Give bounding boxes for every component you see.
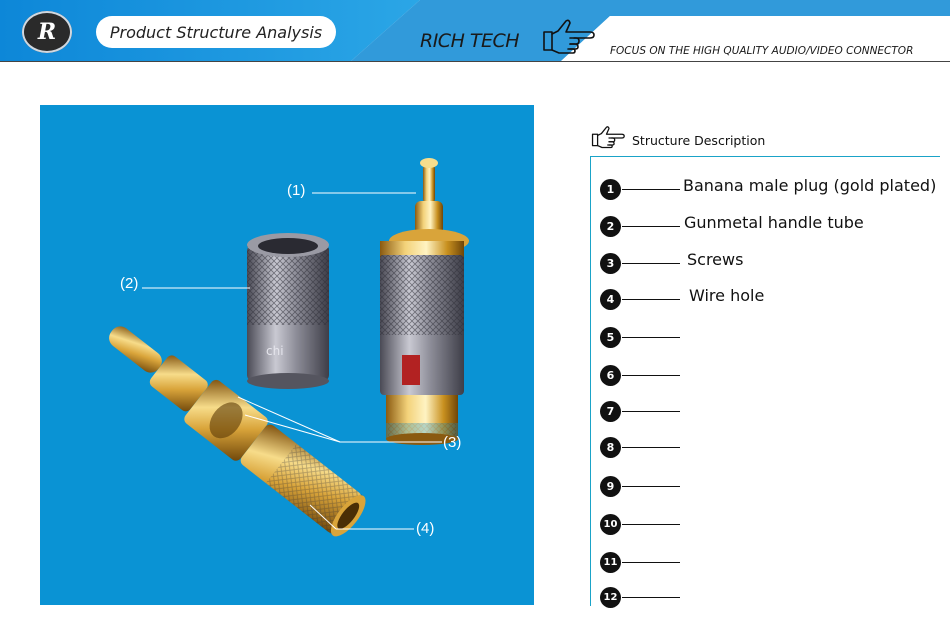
item-number-badge: 8	[600, 437, 621, 458]
leader-line	[622, 263, 680, 264]
description-left-rule	[590, 156, 591, 606]
item-number-badge: 2	[600, 216, 621, 237]
header-banner: R Product Structure Analysis RICH TECH F…	[0, 0, 950, 62]
item-number-badge: 1	[600, 179, 621, 200]
brand-name: RICH TECH	[420, 30, 520, 52]
callout-2: (2)	[120, 275, 139, 292]
callout-1: (1)	[287, 182, 306, 199]
logo-letter: R	[37, 19, 57, 45]
item-label: Wire hole	[689, 286, 765, 305]
pointing-hand-icon	[543, 19, 595, 54]
leader-line	[622, 447, 680, 448]
item-number-badge: 7	[600, 401, 621, 422]
item-label: Banana male plug (gold plated)	[683, 176, 937, 195]
item-number-badge: 6	[600, 365, 621, 386]
description-top-rule	[590, 156, 940, 157]
leader-line	[622, 411, 680, 412]
item-number-badge: 5	[600, 327, 621, 348]
pointing-hand-icon	[591, 126, 625, 149]
structure-description-header: Structure Description	[590, 125, 765, 151]
leader-line	[622, 562, 680, 563]
leader-line	[622, 524, 680, 525]
leader-line	[622, 337, 680, 338]
connector-illustration: chi	[109, 158, 469, 537]
header-divider	[0, 61, 950, 62]
item-number-badge: 12	[600, 587, 621, 608]
leader-line	[622, 226, 680, 227]
item-number-badge: 4	[600, 289, 621, 310]
item-label: Gunmetal handle tube	[684, 213, 864, 232]
brand-logo: R	[22, 11, 72, 53]
page-title: Product Structure Analysis	[96, 16, 336, 48]
sleeve-marking: chi	[266, 344, 284, 358]
product-photo: chi	[40, 105, 534, 605]
leader-line	[622, 375, 680, 376]
structure-description-title: Structure Description	[632, 132, 766, 148]
callout-4: (4)	[416, 520, 435, 537]
leader-line	[622, 486, 680, 487]
item-number-badge: 9	[600, 476, 621, 497]
item-number-badge: 11	[600, 552, 621, 573]
item-label: Screws	[687, 250, 744, 269]
tagline: FOCUS ON THE HIGH QUALITY AUDIO/VIDEO CO…	[610, 45, 914, 57]
callout-leaders	[142, 192, 442, 530]
leader-line	[622, 597, 680, 598]
gunmetal-sleeve: chi	[247, 233, 329, 389]
leader-line	[622, 189, 680, 190]
assembled-plug	[380, 158, 469, 445]
item-number-badge: 3	[600, 253, 621, 274]
callout-3: (3)	[443, 434, 462, 451]
leader-line	[622, 299, 680, 300]
disassembled-plug	[109, 326, 366, 537]
item-number-badge: 10	[600, 514, 621, 535]
